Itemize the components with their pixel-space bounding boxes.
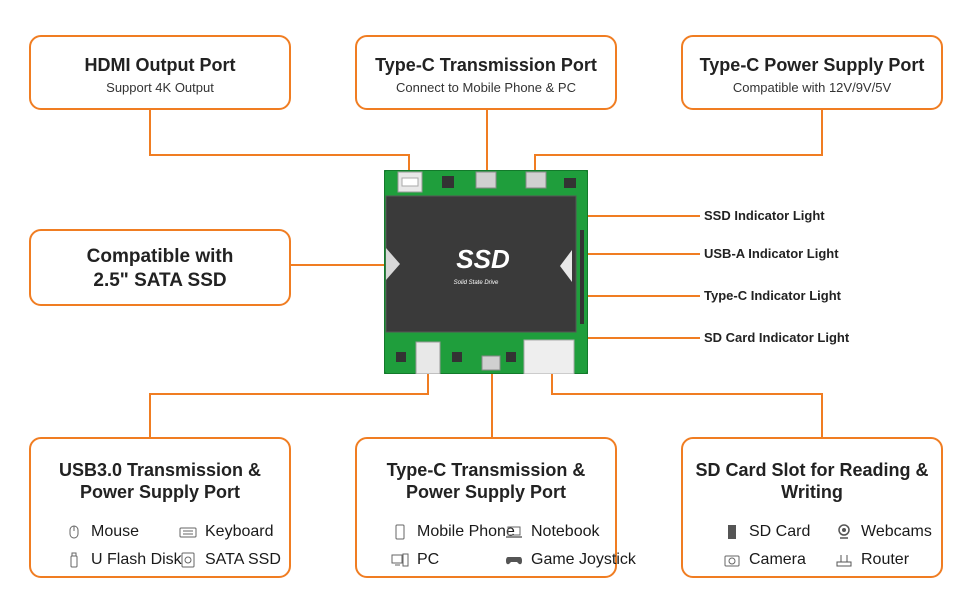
- typec-transmission-subtitle: Connect to Mobile Phone & PC: [396, 80, 576, 95]
- ssd-icon: [179, 552, 197, 568]
- usb30-title-line1: USB3.0 Transmission &: [58, 460, 262, 480]
- sata-compat-line2: 2.5" SATA SSD: [93, 270, 227, 291]
- sd-card-icon: [723, 524, 741, 540]
- device-label: Webcams: [861, 523, 932, 540]
- typec-supply-box: Type-C Transmission & Power Supply Port …: [355, 437, 636, 578]
- sata-compat-box: Compatible with 2.5" SATA SSD: [29, 229, 291, 306]
- device-label: Router: [861, 551, 910, 568]
- device-router: Router: [835, 551, 909, 569]
- mouse-icon: [65, 524, 83, 540]
- device-game-joystick: Game Joystick: [505, 551, 636, 569]
- sd-slot-box: SD Card Slot for Reading & Writing SD Ca…: [681, 437, 943, 578]
- sd-slot-title-line1: SD Card Slot for Reading &: [695, 460, 929, 480]
- device-sd-card: SD Card: [723, 523, 810, 541]
- pc-icon: [391, 552, 409, 568]
- device-pc: PC: [391, 551, 439, 569]
- device-label: PC: [417, 551, 440, 568]
- device-webcams: Webcams: [835, 523, 932, 541]
- phone-icon: [391, 524, 409, 540]
- enclosure-board: SSD Solid State Drive: [383, 169, 589, 375]
- camera-icon: [723, 552, 741, 568]
- ssd-caption-text: Solid State Drive: [454, 280, 499, 286]
- keyboard-icon: [179, 524, 197, 540]
- typec-supply-title-line2: Power Supply Port: [405, 482, 567, 502]
- device-mouse: Mouse: [65, 523, 139, 541]
- device-label: SATA SSD: [205, 551, 281, 568]
- ssd-brand-text: SSD: [456, 244, 510, 274]
- router-icon: [835, 552, 853, 568]
- device-label: Game Joystick: [531, 551, 636, 568]
- sd-slot-title-line2: Writing: [781, 482, 843, 502]
- ssd-indicator-label: SSD Indicator Light: [704, 208, 825, 223]
- laptop-icon: [505, 524, 523, 540]
- device-label: Mobile Phone: [417, 523, 515, 540]
- typec-power-subtitle: Compatible with 12V/9V/5V: [732, 80, 892, 95]
- device-label: Mouse: [91, 523, 140, 540]
- typec-power-title: Type-C Power Supply Port: [699, 55, 925, 75]
- gamepad-icon: [505, 552, 523, 568]
- sata-compat-line1: Compatible with: [86, 246, 234, 267]
- device-label: U Flash Disk: [91, 551, 182, 568]
- hdmi-port-box: HDMI Output Port Support 4K Output: [29, 35, 291, 110]
- hdmi-port-subtitle: Support 4K Output: [106, 80, 214, 95]
- device-keyboard: Keyboard: [179, 523, 274, 541]
- device-mobile-phone: Mobile Phone: [391, 523, 515, 541]
- device-label: SD Card: [749, 523, 811, 540]
- hdmi-port-title: HDMI Output Port: [84, 55, 236, 75]
- device-u-flash-disk: U Flash Disk: [65, 551, 182, 569]
- device-label: Notebook: [531, 523, 600, 540]
- webcam-icon: [835, 524, 853, 540]
- device-label: Keyboard: [205, 523, 274, 540]
- device-sata-ssd: SATA SSD: [179, 551, 281, 569]
- typec-transmission-title: Type-C Transmission Port: [375, 55, 597, 75]
- device-label: Camera: [749, 551, 806, 568]
- device-camera: Camera: [723, 551, 806, 569]
- typec-supply-title-line1: Type-C Transmission &: [386, 460, 586, 480]
- typec-power-box: Type-C Power Supply Port Compatible with…: [681, 35, 943, 110]
- sdcard-indicator-label: SD Card Indicator Light: [704, 330, 850, 345]
- usb30-title-line2: Power Supply Port: [79, 482, 241, 502]
- usb30-port-box: USB3.0 Transmission & Power Supply Port …: [29, 437, 291, 578]
- device-notebook: Notebook: [505, 523, 600, 541]
- typec-transmission-box: Type-C Transmission Port Connect to Mobi…: [355, 35, 617, 110]
- typec-indicator-label: Type-C Indicator Light: [704, 288, 841, 303]
- usb-drive-icon: [65, 552, 83, 568]
- usba-indicator-label: USB-A Indicator Light: [704, 246, 839, 261]
